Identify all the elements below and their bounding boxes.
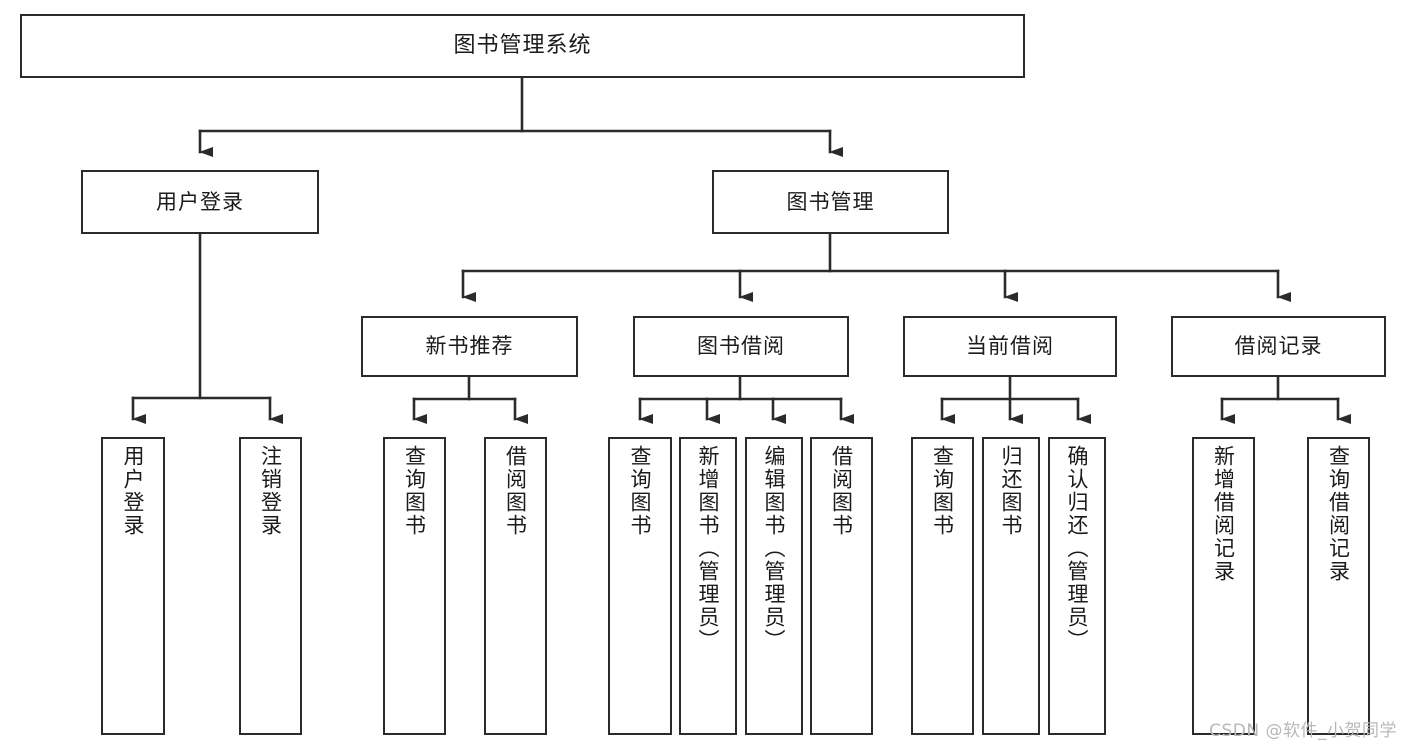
leaf-logout-label: 注销登录 (258, 445, 283, 537)
node-book-management[interactable]: 图书管理 (712, 170, 949, 234)
node-current-borrow[interactable]: 当前借阅 (903, 316, 1117, 377)
leaf-borrow-book-1[interactable]: 借阅图书 (484, 437, 547, 735)
node-root[interactable]: 图书管理系统 (20, 14, 1025, 78)
leaf-user-login-label: 用户登录 (121, 445, 146, 537)
leaf-query-book-1[interactable]: 查询图书 (383, 437, 446, 735)
leaf-borrow-book-2-label: 借阅图书 (829, 445, 854, 537)
leaf-add-record-label: 新增借阅记录 (1211, 445, 1236, 583)
leaf-query-book-3-label: 查询图书 (930, 445, 955, 537)
node-borrow-record-label: 借阅记录 (1234, 334, 1323, 359)
node-new-book-recommend[interactable]: 新书推荐 (361, 316, 578, 377)
leaf-add-record[interactable]: 新增借阅记录 (1192, 437, 1255, 735)
csdn-watermark: CSDN @软件_小贺同学 (1209, 721, 1397, 741)
leaf-confirm-return-label: 确认归还（管理员） (1065, 445, 1090, 652)
leaf-confirm-return[interactable]: 确认归还（管理员） (1048, 437, 1106, 735)
leaf-logout[interactable]: 注销登录 (239, 437, 302, 735)
node-user-login-label: 用户登录 (156, 189, 244, 214)
leaf-edit-book[interactable]: 编辑图书（管理员） (745, 437, 803, 735)
leaf-return-book[interactable]: 归还图书 (982, 437, 1040, 735)
leaf-query-record-label: 查询借阅记录 (1326, 445, 1351, 583)
node-new-book-recommend-label: 新书推荐 (425, 334, 514, 359)
leaf-borrow-book-1-label: 借阅图书 (503, 445, 528, 537)
leaf-query-book-2-label: 查询图书 (628, 445, 653, 537)
node-book-borrow[interactable]: 图书借阅 (633, 316, 849, 377)
node-user-login[interactable]: 用户登录 (81, 170, 319, 234)
leaf-return-book-label: 归还图书 (999, 445, 1024, 537)
leaf-add-book-label: 新增图书（管理员） (696, 445, 721, 652)
node-root-label: 图书管理系统 (453, 33, 592, 59)
leaf-query-record[interactable]: 查询借阅记录 (1307, 437, 1370, 735)
leaf-user-login[interactable]: 用户登录 (101, 437, 165, 735)
node-book-borrow-label: 图书借阅 (697, 334, 785, 359)
leaf-add-book[interactable]: 新增图书（管理员） (679, 437, 737, 735)
node-borrow-record[interactable]: 借阅记录 (1171, 316, 1386, 377)
leaf-borrow-book-2[interactable]: 借阅图书 (810, 437, 873, 735)
leaf-edit-book-label: 编辑图书（管理员） (762, 445, 787, 652)
leaf-query-book-1-label: 查询图书 (402, 445, 427, 537)
leaf-query-book-2[interactable]: 查询图书 (608, 437, 672, 735)
leaf-query-book-3[interactable]: 查询图书 (911, 437, 974, 735)
node-current-borrow-label: 当前借阅 (966, 334, 1054, 359)
node-book-management-label: 图书管理 (786, 189, 875, 214)
